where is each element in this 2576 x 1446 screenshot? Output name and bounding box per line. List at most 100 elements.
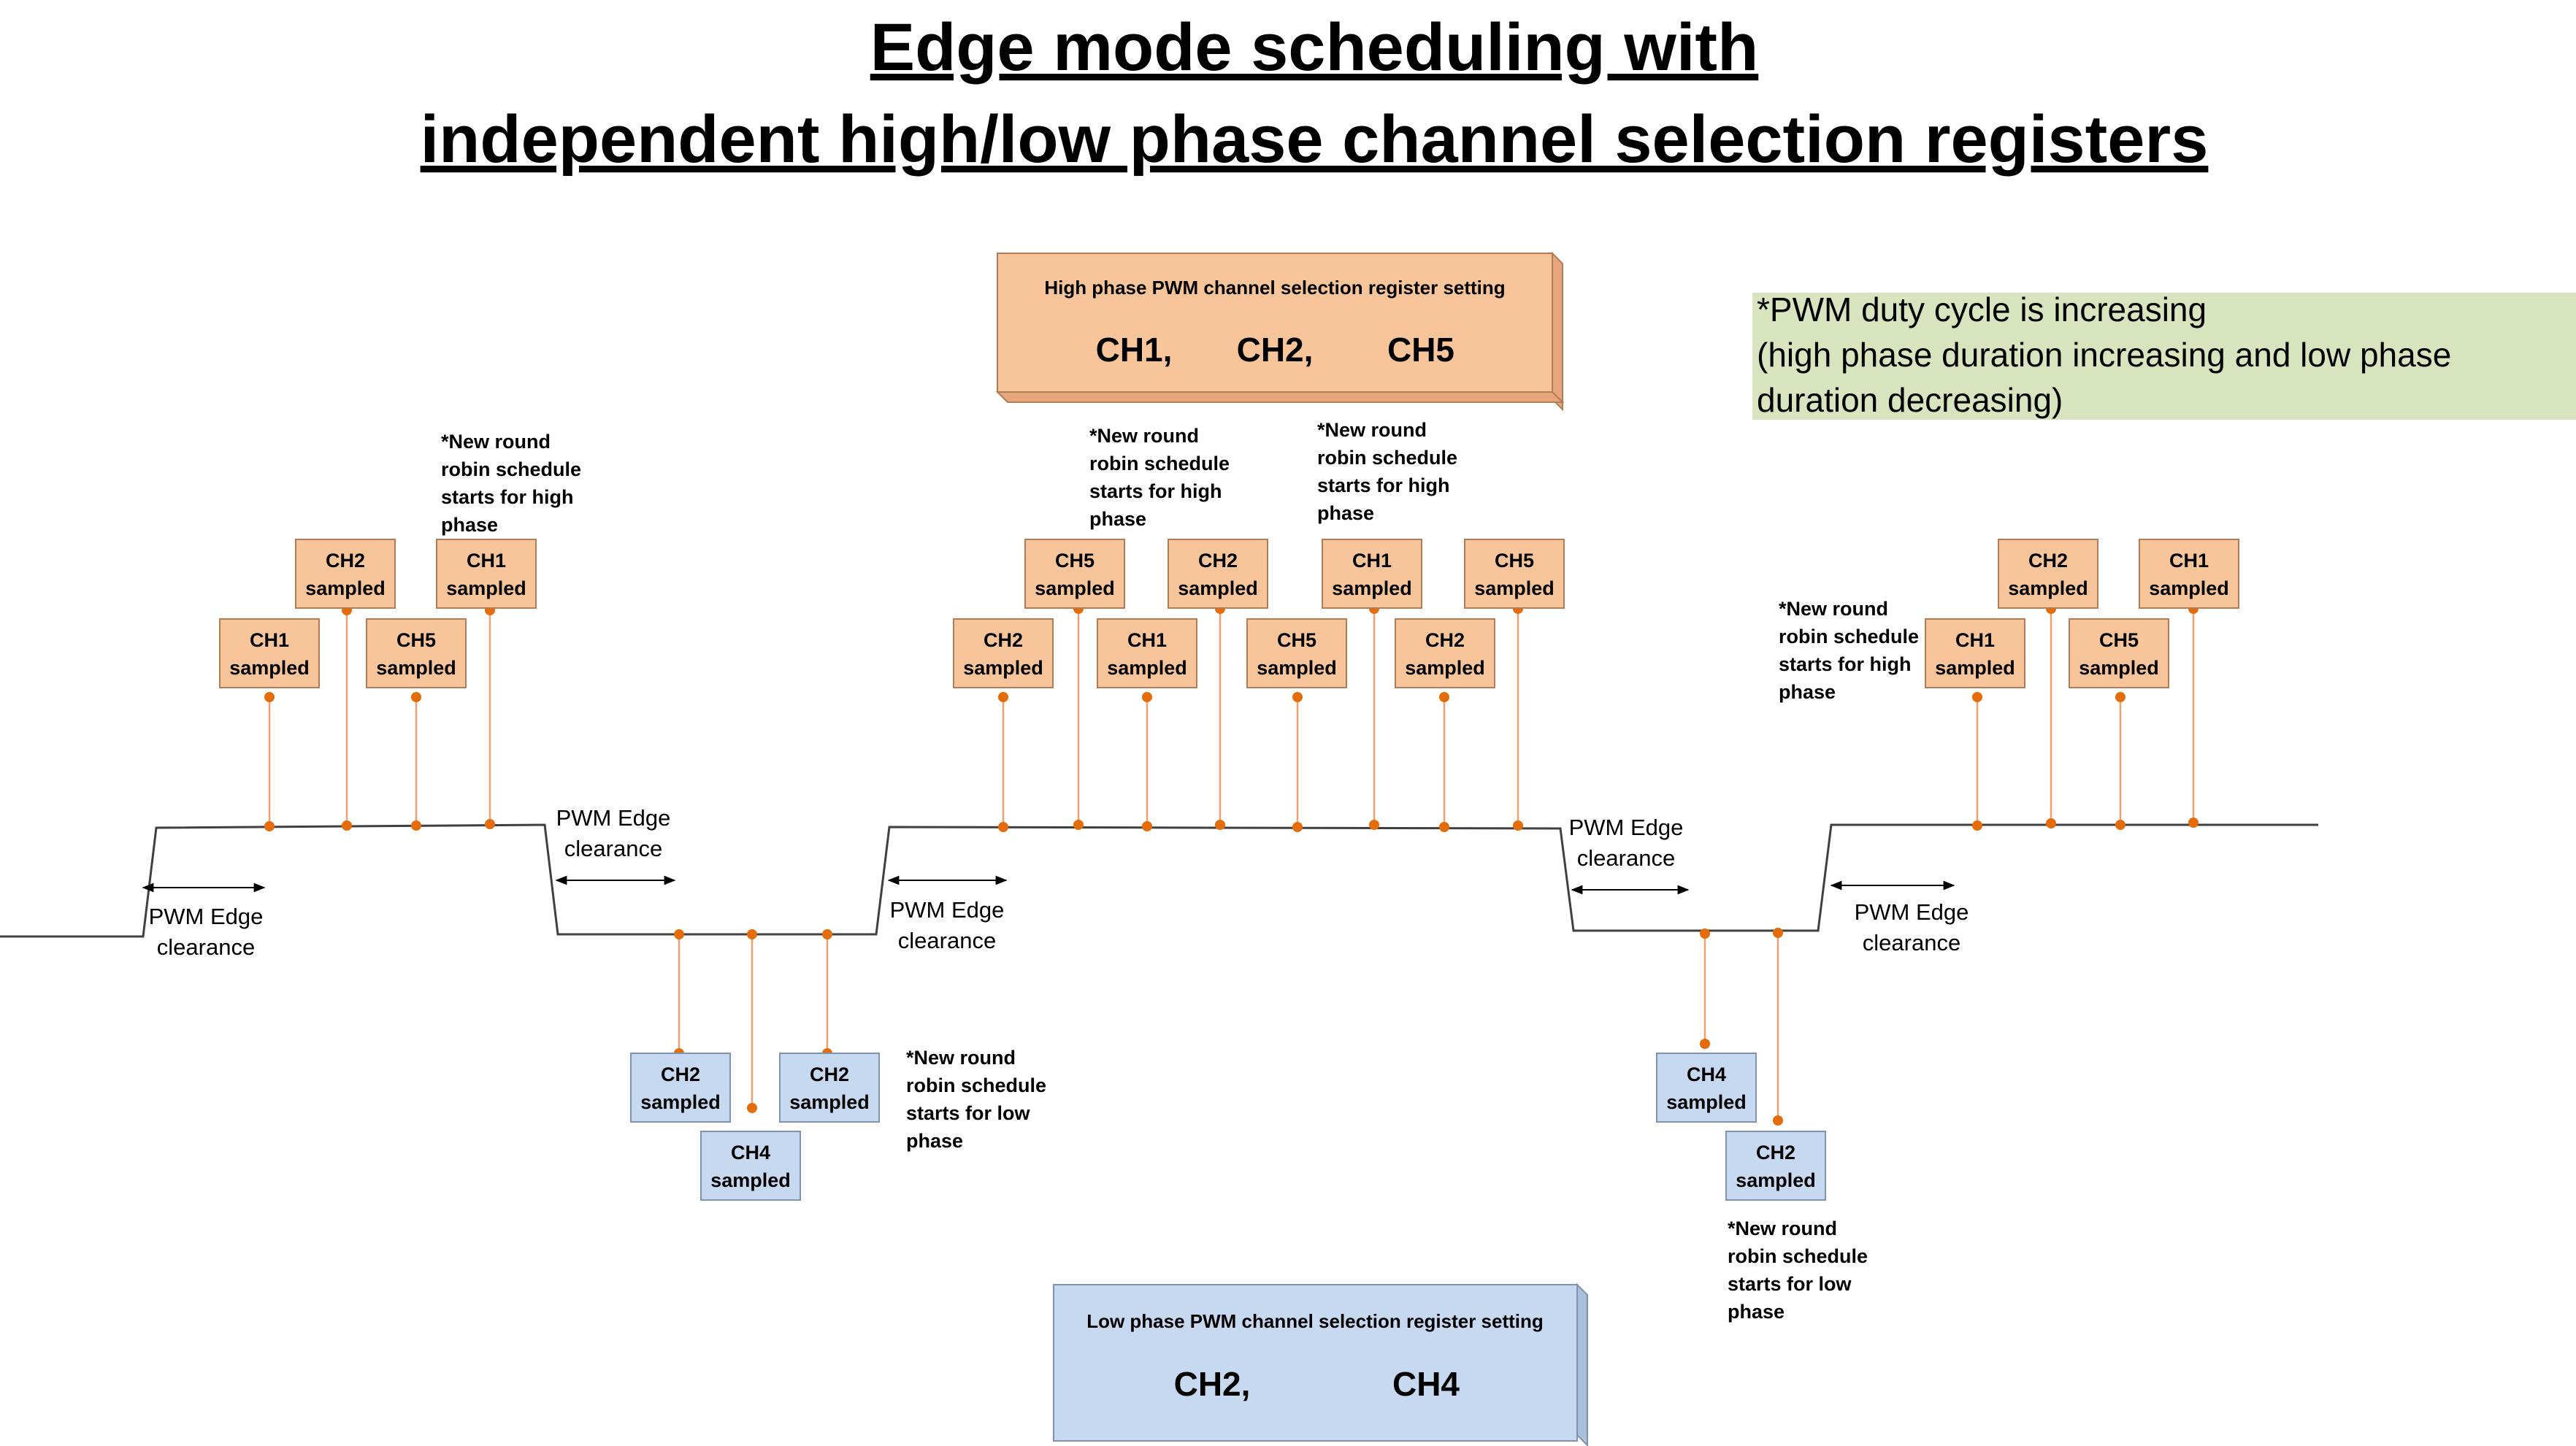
- sample-dot: [1215, 820, 1225, 830]
- sample-dot: [998, 822, 1008, 832]
- sample-box-bg: [2139, 539, 2239, 609]
- note-line-3: duration decreasing): [1757, 381, 2063, 419]
- sample-channel: CH1: [1352, 550, 1392, 572]
- sample-label: sampled: [1257, 657, 1337, 679]
- sample-channel: CH1: [467, 550, 506, 572]
- sample-box-bg: [1998, 539, 2098, 609]
- annotation-line: phase: [1317, 502, 1374, 524]
- sample-box-bg: [295, 539, 396, 609]
- sample-box-bg: [953, 618, 1054, 688]
- clearance-label: clearance: [1863, 930, 1960, 955]
- sample-box-bg: [1097, 618, 1197, 688]
- sample-dot: [1700, 928, 1710, 939]
- low-phase-register-box: Low phase PWM channel selection register…: [1053, 1282, 1588, 1446]
- sample-label: sampled: [710, 1169, 791, 1191]
- sample-dot: [1439, 692, 1449, 702]
- sample-box: CH2 sampled: [1168, 539, 1268, 609]
- sample-label: sampled: [1178, 577, 1258, 599]
- annotation-line: starts for high: [1317, 474, 1450, 496]
- annotation-line: robin schedule: [1728, 1245, 1868, 1267]
- note-line-1: *PWM duty cycle is increasing: [1757, 291, 2207, 328]
- sample-box: CH5 sampled: [1024, 539, 1125, 609]
- sample-dot: [2115, 692, 2125, 702]
- sample-label: sampled: [229, 657, 310, 679]
- sample-box: CH1 sampled: [219, 618, 320, 688]
- sample-label: sampled: [789, 1091, 870, 1113]
- high-register-heading: High phase PWM channel selection registe…: [1044, 277, 1505, 299]
- sample-dot: [2115, 820, 2125, 830]
- sample-label: sampled: [1107, 657, 1187, 679]
- annotation-line: starts for low: [1728, 1273, 1852, 1295]
- annotation-line: robin schedule: [1089, 453, 1230, 474]
- clearance-label: clearance: [157, 934, 255, 960]
- clearance-label: PWM Edge: [1855, 899, 1969, 925]
- annotation-line: robin schedule: [1317, 447, 1457, 469]
- sample-channel: CH4: [731, 1142, 770, 1164]
- duty-cycle-note: *PWM duty cycle is increasing (high phas…: [1752, 291, 2576, 420]
- sample-channel: CH5: [1495, 550, 1534, 572]
- sample-box-bg: [1168, 539, 1268, 609]
- sample-dot: [1700, 1039, 1710, 1049]
- sample-dot: [264, 821, 275, 831]
- clearance-indicator: PWM Edge clearance: [142, 882, 266, 960]
- sample-box-bg: [1464, 539, 1565, 609]
- clearance-label: clearance: [564, 836, 662, 861]
- sample-box: CH1 sampled: [1097, 618, 1197, 688]
- annotation-line: phase: [1728, 1301, 1785, 1323]
- sample-channel: CH5: [2099, 629, 2139, 651]
- clearance-label: PWM Edge: [149, 904, 264, 929]
- sample-box-bg: [1322, 539, 1422, 609]
- annotation-line: *New round: [441, 431, 551, 453]
- title-line-2: independent high/low phase channel selec…: [421, 102, 2209, 177]
- sample-label: sampled: [1935, 657, 2015, 679]
- annotation-line: phase: [441, 514, 498, 536]
- sample-box-bg: [1725, 1131, 1826, 1201]
- sample-channel: CH2: [661, 1064, 700, 1085]
- sample-dot: [264, 692, 275, 702]
- sample-dot: [485, 819, 495, 829]
- sample-dot: [411, 820, 421, 831]
- sample-dot: [1369, 820, 1379, 830]
- sample-dot: [2188, 818, 2199, 828]
- sample-channel: CH1: [2169, 550, 2209, 572]
- sample-box-bg: [1656, 1053, 1757, 1123]
- sample-markers: CH1sampledCH2sampledCH5sampledCH1sampled…: [219, 539, 2239, 1201]
- sample-channel: CH5: [1055, 550, 1095, 572]
- annotation-line: phase: [906, 1130, 963, 1152]
- low-register-channel: CH2,: [1174, 1365, 1251, 1403]
- clearance-label: clearance: [1577, 845, 1675, 871]
- annotation-line: *New round: [1089, 425, 1199, 447]
- sample-label: sampled: [640, 1091, 721, 1113]
- high-register-channel: CH5: [1387, 331, 1454, 369]
- annotation-line: *New round: [1317, 419, 1427, 441]
- high-phase-register-box: High phase PWM channel selection registe…: [995, 251, 1565, 412]
- round-robin-annotations: *New round robin schedule starts for high p…: [441, 419, 1919, 1323]
- sample-label: sampled: [1035, 577, 1115, 599]
- sample-label: sampled: [2079, 657, 2159, 679]
- sample-channel: CH2: [1198, 550, 1238, 572]
- annotation-line: starts for low: [906, 1102, 1031, 1124]
- sample-box-bg: [2069, 618, 2169, 688]
- title-line-1: Edge mode scheduling with: [870, 10, 1759, 85]
- pwm-waveform: [0, 823, 2318, 938]
- sample-dot: [342, 820, 352, 831]
- sample-channel: CH1: [250, 629, 289, 651]
- sample-channel: CH2: [326, 550, 365, 572]
- sample-channel: CH1: [1127, 629, 1167, 651]
- annotation-line: phase: [1779, 681, 1836, 703]
- sample-box-bg: [219, 618, 320, 688]
- sample-dot: [747, 929, 757, 939]
- sample-box-bg: [436, 539, 537, 609]
- annotation-line: phase: [1089, 508, 1146, 530]
- low-register-channel: CH4: [1392, 1365, 1460, 1403]
